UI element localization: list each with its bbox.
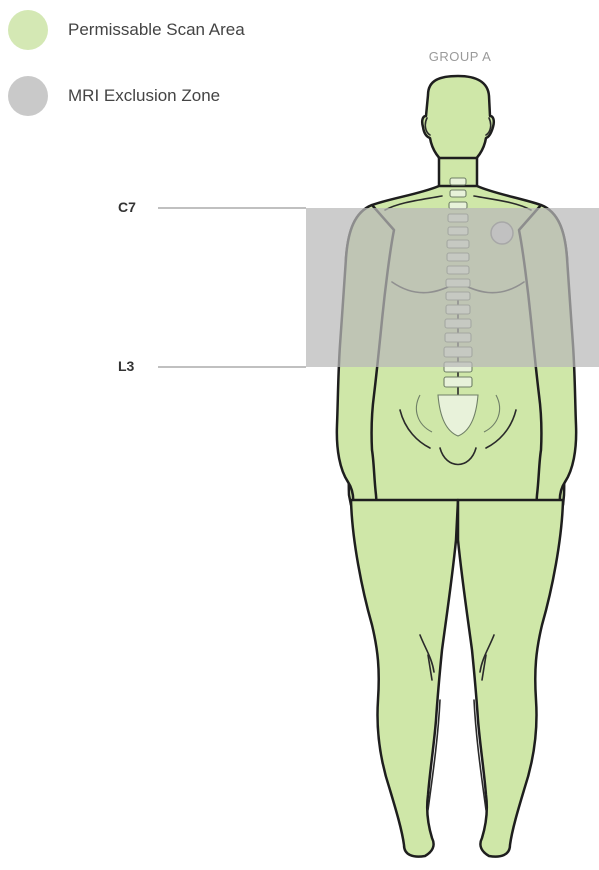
right-leg	[458, 500, 563, 857]
vertebra	[450, 190, 466, 197]
head	[422, 76, 494, 165]
l3-label: L3	[118, 358, 134, 374]
left-leg	[351, 500, 458, 857]
vertebra	[444, 377, 472, 387]
vertebra	[450, 178, 466, 185]
vertebra	[449, 202, 467, 209]
mri-exclusion-zone	[306, 208, 599, 367]
c7-label: C7	[118, 199, 136, 215]
